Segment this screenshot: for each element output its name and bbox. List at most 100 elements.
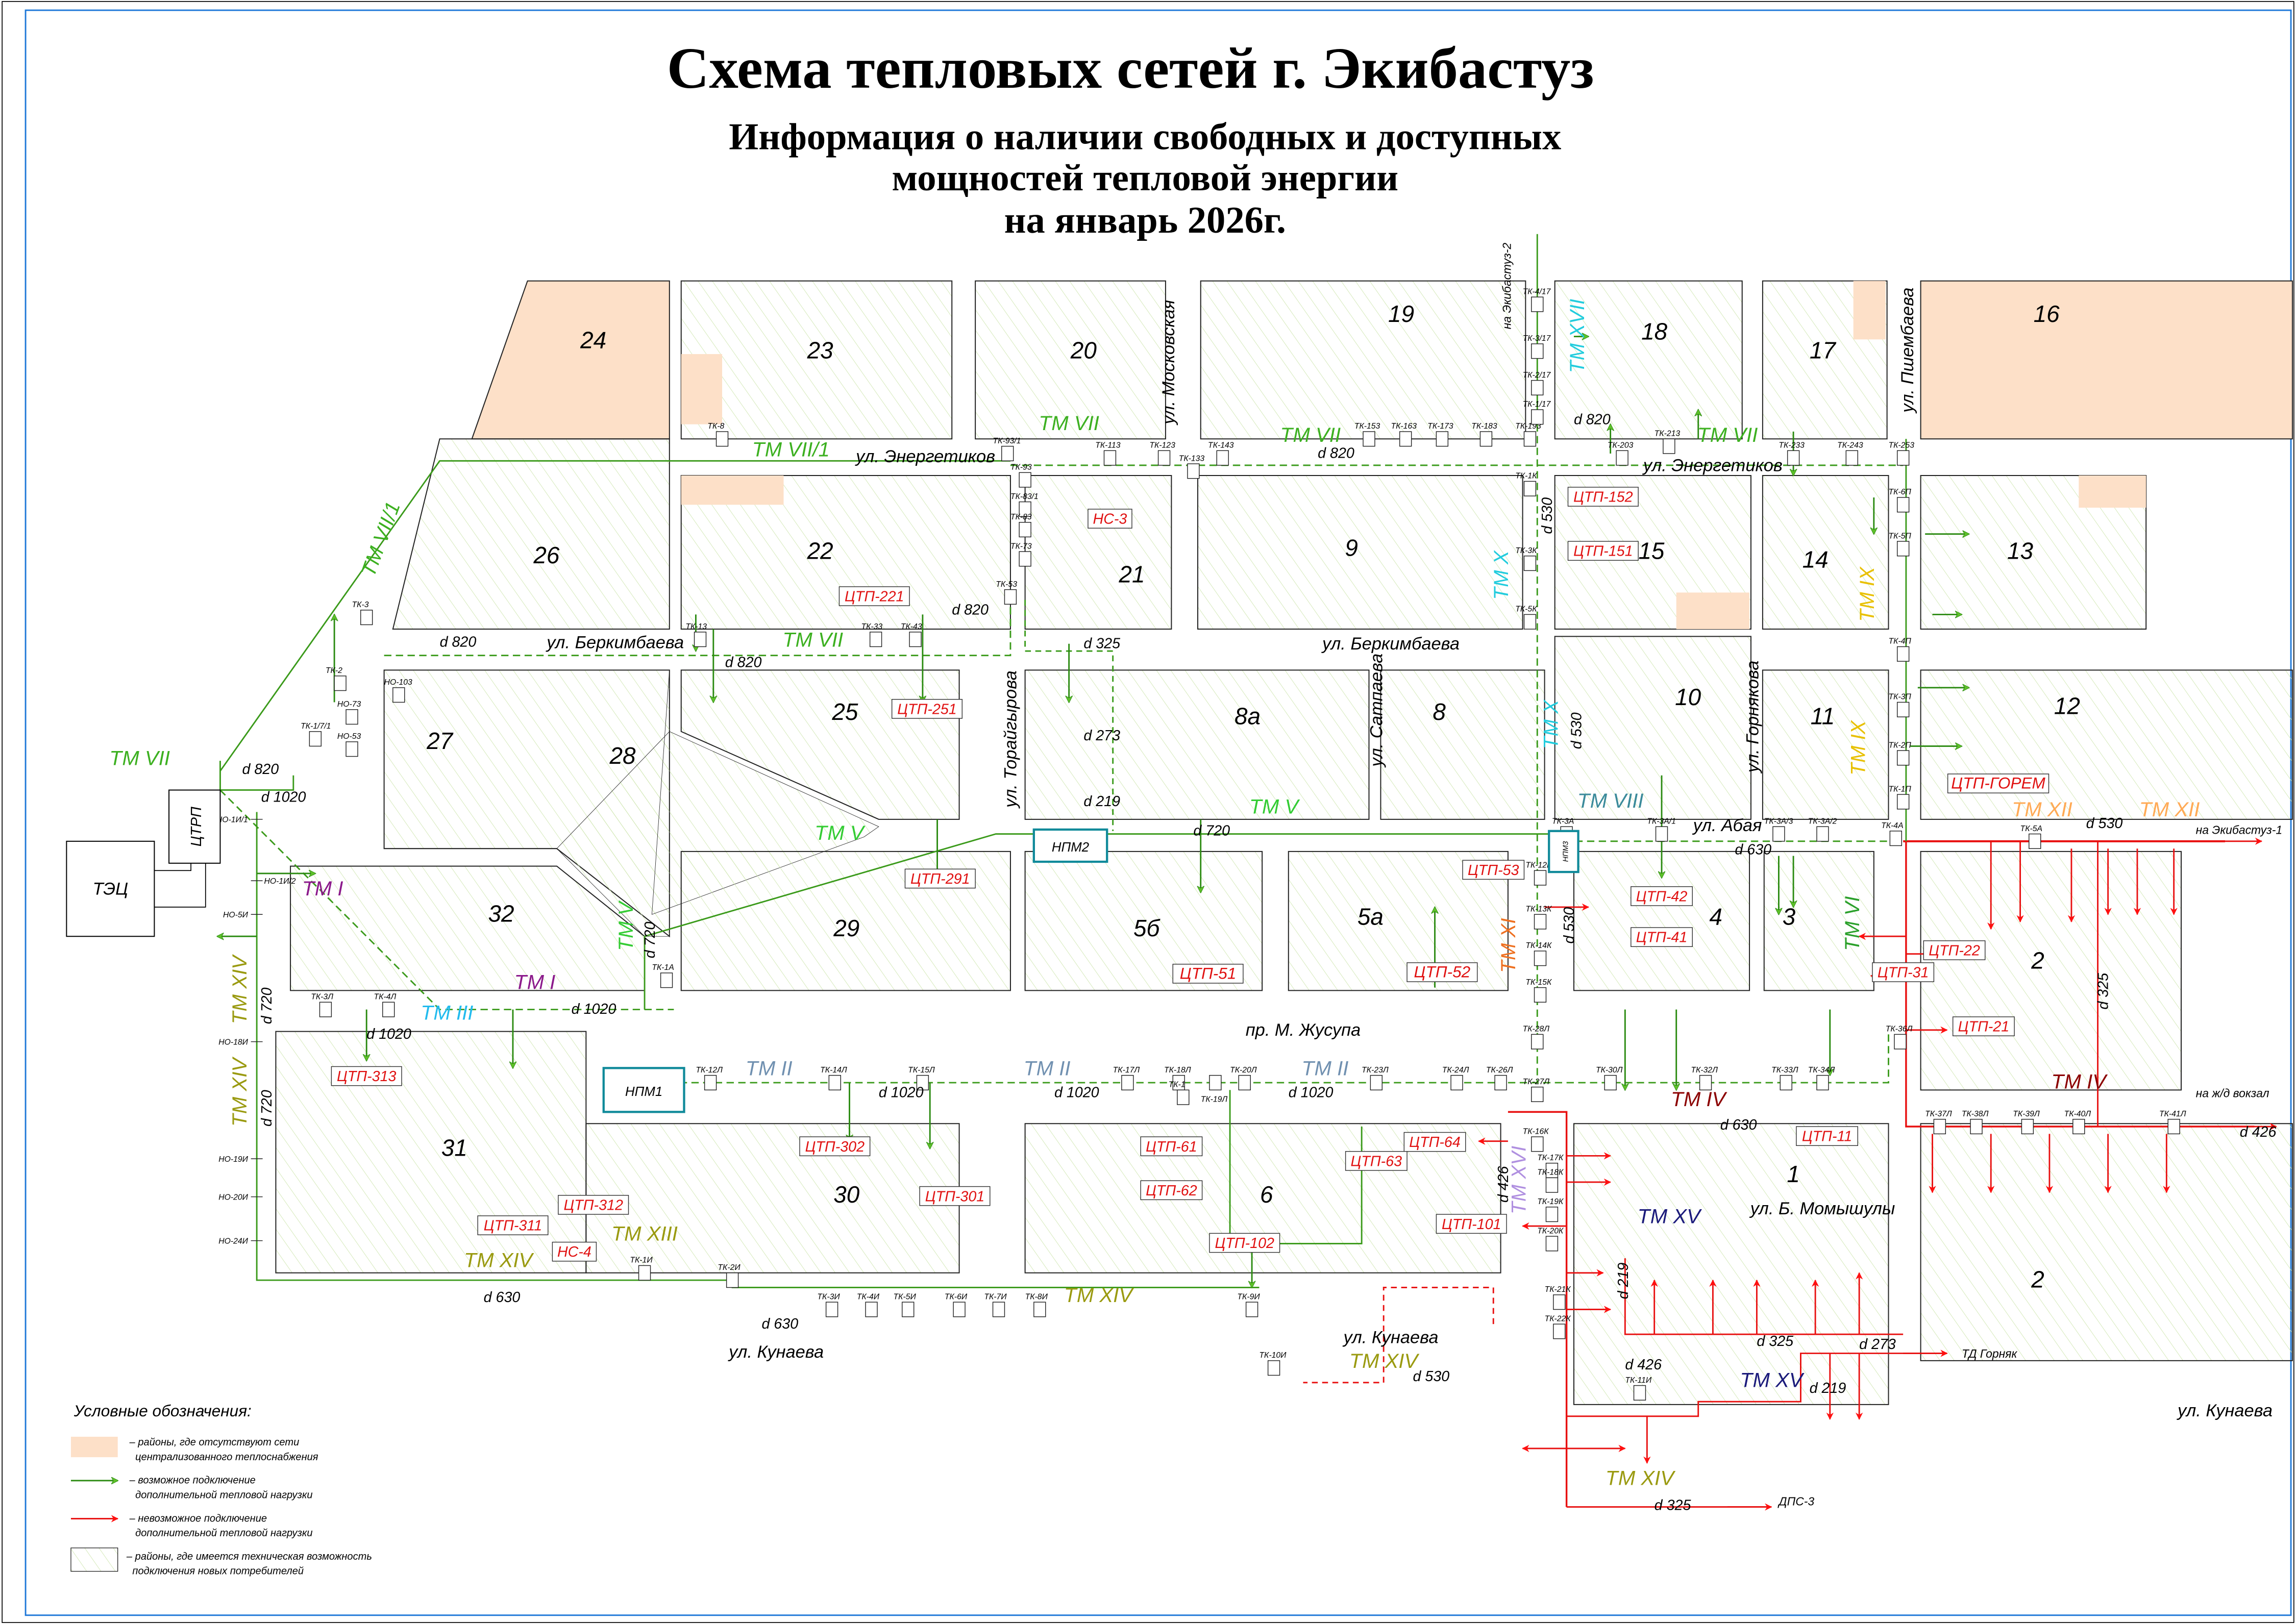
substation-label: ЦТП-302 xyxy=(805,1139,865,1155)
main-line-label: ТМ VII xyxy=(783,628,844,651)
block-number: 21 xyxy=(1118,561,1145,587)
substation-цтп-31: ЦТП-31 xyxy=(1872,962,1935,982)
chamber-box xyxy=(1019,551,1031,567)
substation-цтп-64: ЦТП-64 xyxy=(1403,1132,1466,1152)
chamber-label: ТК-5И xyxy=(894,1292,917,1301)
chamber-box xyxy=(1494,1075,1507,1091)
chamber-label: ТК-243 xyxy=(1837,441,1863,449)
chamber-box xyxy=(1896,450,1910,466)
heat-chamber: ТК-5А xyxy=(2020,825,2042,849)
heat-chamber: ТК-18К xyxy=(1537,1168,1564,1193)
chamber-box xyxy=(1896,646,1910,662)
heat-chamber: ТК-1 xyxy=(1169,1081,1190,1105)
heat-chamber: ТК-83 xyxy=(1010,513,1032,538)
chamber-box xyxy=(1103,450,1117,466)
main-line-label: ТМ V xyxy=(614,900,637,951)
street-label: ул. Сатпаева xyxy=(1367,654,1386,768)
heat-chamber: ТК-173 xyxy=(1427,422,1453,447)
chamber-label: ТК-123 xyxy=(1149,441,1175,449)
substation-label: ЦТП-312 xyxy=(563,1197,623,1213)
pipe-diameter-label: d 426 xyxy=(1625,1357,1662,1373)
chamber-label: ТК-1К xyxy=(1515,472,1538,481)
chamber-label: ТК-53 xyxy=(996,580,1017,589)
chamber-box xyxy=(1436,431,1449,447)
block-number: 3 xyxy=(1783,903,1796,930)
chamber-box xyxy=(1531,409,1544,425)
heat-chamber: ТК-43 xyxy=(901,622,922,647)
substation-box xyxy=(838,586,910,606)
pipe-diameter-label: d 1020 xyxy=(572,1001,616,1017)
no-network-area xyxy=(681,354,723,424)
chamber-label: ТК-73 xyxy=(1010,542,1032,551)
main-line-label: ТМ II xyxy=(1024,1057,1071,1080)
heat-chamber: ТК-38Л xyxy=(1962,1110,1989,1135)
chamber-box xyxy=(1655,826,1668,842)
chamber-label: ТК-20Л xyxy=(1230,1066,1257,1075)
main-line-label: ТМ XIV xyxy=(1349,1350,1419,1372)
plant-box xyxy=(1032,828,1108,863)
main-line-label: ТМ II xyxy=(746,1057,793,1080)
chamber-box xyxy=(1531,1086,1544,1102)
substation-label: ЦТП-22 xyxy=(1929,943,1980,959)
block-number: 9 xyxy=(1345,535,1358,561)
block-16: 16 xyxy=(1920,280,2293,440)
street-label: ул. Кунаева xyxy=(1343,1328,1439,1347)
chamber-box xyxy=(1896,497,1910,513)
heat-chamber: ТК-93/1 xyxy=(993,437,1021,462)
block-outline xyxy=(1200,280,1526,440)
chamber-label: ТК-19К xyxy=(1537,1197,1564,1206)
chamber-box xyxy=(726,1272,739,1288)
block-outline xyxy=(1024,669,1370,820)
substation-цтп-221: ЦТП-221 xyxy=(838,586,910,606)
chamber-label: ТК-21К xyxy=(1545,1285,1572,1294)
heat-chamber: ТК-53 xyxy=(996,580,1017,605)
heat-chamber: ТК-3П xyxy=(1888,693,1911,717)
heat-chamber: ТК-73 xyxy=(1010,542,1032,567)
chamber-label: ТК-1А xyxy=(652,963,674,972)
heat-chamber: ТК-4П xyxy=(1888,637,1911,662)
chamber-box xyxy=(1019,472,1031,488)
chamber-label: ТК-27Л xyxy=(1523,1078,1550,1086)
substation-цтп-311: ЦТП-311 xyxy=(477,1215,549,1235)
main-line-label: ТМ I xyxy=(302,877,343,900)
chamber-box xyxy=(1209,1075,1222,1091)
substation-label: ЦТП-152 xyxy=(1573,489,1633,506)
block-13: 13 xyxy=(1920,474,2147,630)
chamber-box xyxy=(309,731,322,747)
legend: Условные обозначения: – районы, где отсу… xyxy=(70,1402,372,1577)
substation-label: ЦТП-101 xyxy=(1442,1216,1501,1233)
pipe-diameter-label: d 820 xyxy=(1574,412,1611,428)
substation-box xyxy=(919,1186,991,1206)
block-number: 26 xyxy=(533,542,560,568)
heat-chamber: ТК-17Л xyxy=(1113,1066,1140,1091)
plant-box xyxy=(602,1067,685,1113)
street-label: ул. Московская xyxy=(1159,300,1178,426)
chamber-label: ТК-39Л xyxy=(2013,1110,2040,1118)
substation-box xyxy=(1345,1151,1408,1171)
chamber-box xyxy=(1531,1136,1544,1152)
chamber-box xyxy=(1523,431,1537,447)
no-network-area xyxy=(1853,281,1886,340)
pipe-diameter-label: d 530 xyxy=(1539,497,1556,534)
chamber-label: НО-103 xyxy=(384,678,412,687)
block-12: 12 xyxy=(1920,669,2293,820)
block-outline xyxy=(680,474,1011,630)
chamber-label: ТК-93/1 xyxy=(993,437,1021,445)
chamber-box xyxy=(1523,555,1537,571)
heat-chamber: ТК-3К xyxy=(1515,546,1538,571)
chamber-label: ТК-4П xyxy=(1888,637,1911,646)
chamber-label: ТК-3Л xyxy=(311,993,333,1002)
block-number: 5а xyxy=(1357,903,1384,930)
heat-chamber: ТК-243 xyxy=(1837,441,1863,466)
destination-label: ТД Горняк xyxy=(1962,1347,2018,1360)
main-line-label: ТМ III xyxy=(421,1002,473,1025)
chamber-box xyxy=(1933,1118,1946,1135)
substation-label: ЦТП-51 xyxy=(1180,964,1237,982)
chamber-label: ТК-20К xyxy=(1537,1227,1564,1235)
street-label: ул. Беркимбаева xyxy=(1321,634,1460,654)
chamber-label: ТК-3А/2 xyxy=(1808,817,1837,826)
substation-цтп-11: ЦТП-11 xyxy=(1796,1126,1858,1146)
substation-box xyxy=(331,1066,402,1086)
page-subtitle-2: мощностей тепловой энергии xyxy=(892,157,1398,199)
pipe-diameter-label: d 630 xyxy=(1720,1117,1757,1133)
